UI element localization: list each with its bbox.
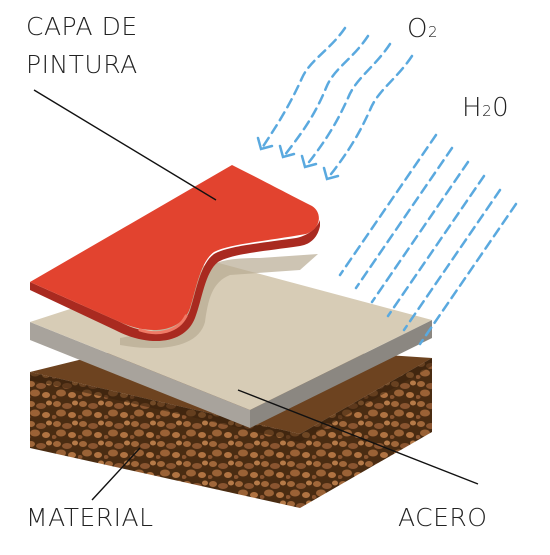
water-line-1 — [338, 133, 438, 277]
material-right-face — [300, 358, 432, 508]
water-line-5 — [402, 188, 502, 332]
leader-lines — [33, 89, 479, 501]
steel-left-face — [30, 322, 250, 428]
material-label: MATERIAL — [26, 503, 154, 532]
oxygen-arrows — [260, 26, 414, 180]
water-line-2 — [354, 146, 454, 290]
material-left-face — [30, 372, 300, 508]
paint-highlight — [138, 314, 188, 335]
oxygen-arrow-3 — [304, 42, 392, 168]
steel-right-face — [250, 320, 432, 428]
paint-layer-label-line1: CAPA DE — [26, 12, 138, 41]
steel-label: ACERO — [398, 503, 488, 532]
paint-leader — [33, 89, 217, 201]
oxygen-subscript: 2 — [427, 23, 439, 41]
water-line-4 — [386, 174, 486, 318]
paint-layer-label: CAPA DE PINTURA — [26, 8, 138, 84]
oxygen-arrow-1 — [260, 26, 347, 150]
water-subscript: 2 — [482, 102, 493, 120]
water-line-3 — [370, 160, 470, 304]
water-lines — [338, 133, 518, 346]
water-symbol: H — [462, 93, 483, 123]
water-line-6 — [418, 202, 518, 346]
water-tail: 0 — [492, 93, 510, 123]
paint-layer — [30, 165, 320, 342]
paint-layer-label-line2: PINTURA — [26, 50, 138, 79]
oxygen-arrow-2 — [282, 34, 370, 158]
paint-edge — [30, 220, 320, 342]
oxygen-symbol: O — [407, 14, 428, 44]
paint-top — [30, 165, 319, 331]
water-label: H20 — [462, 93, 509, 123]
oxygen-label: O2 — [407, 14, 438, 44]
material-leader — [91, 447, 141, 501]
oxygen-arrowheads — [256, 136, 340, 181]
steel-leader — [237, 389, 479, 485]
oxygen-arrow-4 — [326, 54, 414, 180]
